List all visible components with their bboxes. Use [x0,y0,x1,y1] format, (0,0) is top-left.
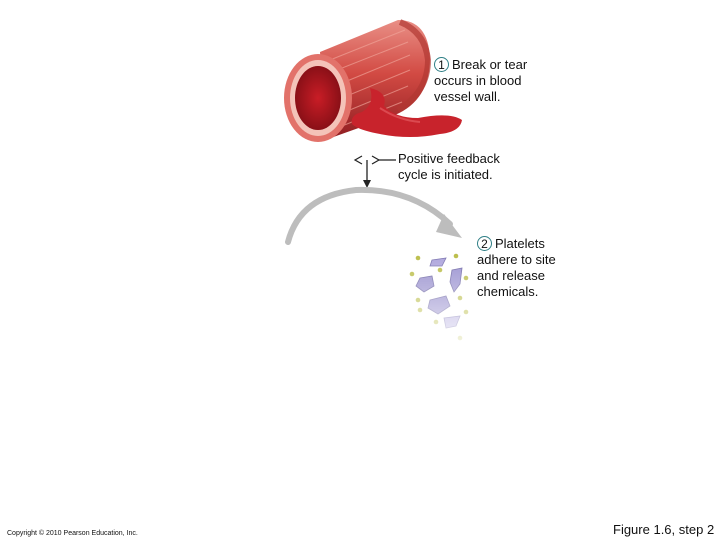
feedback-connector [353,155,396,188]
step-1-line-2: occurs in blood [434,73,522,88]
figure-caption: Figure 1.6, step 2 [613,522,715,537]
blood-pool [351,88,462,137]
step-1-line-3: vessel wall. [434,89,501,104]
cycle-arrow [285,186,462,245]
step-1-text-1: Break or tear [452,57,528,72]
feedback-line-2: cycle is initiated. [398,167,493,182]
copyright-text: Copyright © 2010 Pearson Education, Inc. [7,530,138,537]
step-2-text-1: Platelets [495,236,545,251]
step-2-number: 2 [477,236,492,251]
blood-vessel [284,19,432,142]
step-1-number: 1 [434,57,449,72]
feedback-line-1: Positive feedback [398,151,500,166]
step-2-line-3: and release [477,268,545,283]
step-2-line-4: chemicals. [477,284,539,299]
feedback-label: Positive feedback cycle is initiated. [398,151,500,183]
step-2-line-2: adhere to site [477,252,556,267]
platelet-cluster [404,244,476,344]
